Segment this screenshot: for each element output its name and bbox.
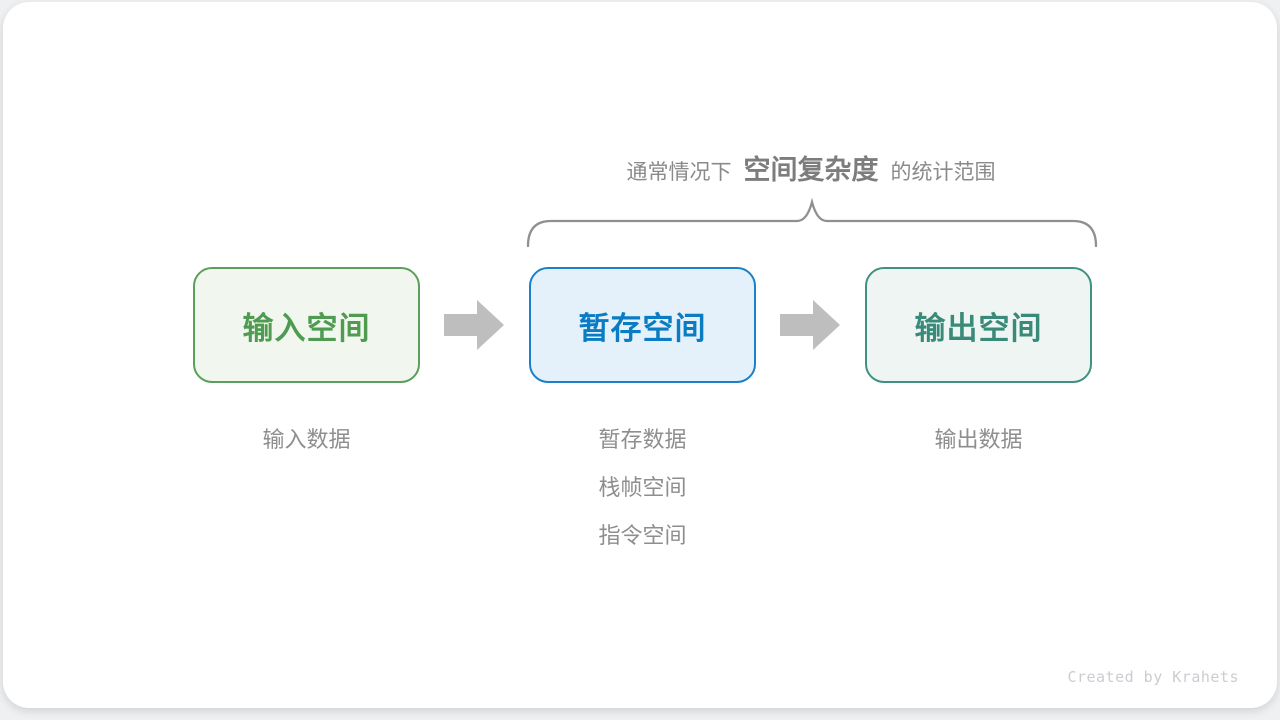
box-buffer-space-label: 暂存空间 <box>578 310 707 346</box>
right-arrow-icon <box>444 300 504 350</box>
list-item: 栈帧空间 <box>598 475 687 500</box>
output-space-items: 输出数据 <box>865 416 1092 464</box>
input-space-items: 输入数据 <box>193 416 420 464</box>
box-input-space-label: 输入空间 <box>242 310 371 346</box>
box-output-space: 输出空间 <box>865 267 1092 383</box>
annotation-highlight: 空间复杂度 <box>743 155 879 185</box>
list-item: 输出数据 <box>934 427 1023 452</box>
annotation-suffix: 的统计范围 <box>890 161 996 184</box>
scope-annotation: 通常情况下空间复杂度的统计范围 <box>523 148 1099 187</box>
right-arrow-icon <box>780 300 840 350</box>
diagram-card: 通常情况下空间复杂度的统计范围 输入空间 暂存空间 输出空间 输入数据 暂存数据… <box>3 2 1277 708</box>
list-item: 暂存数据 <box>598 427 687 452</box>
credit-text: Created by Krahets <box>1067 668 1239 686</box>
list-item: 输入数据 <box>262 427 351 452</box>
curly-brace-icon <box>526 198 1098 248</box>
box-output-space-label: 输出空间 <box>914 310 1043 346</box>
box-input-space: 输入空间 <box>193 267 420 383</box>
annotation-prefix: 通常情况下 <box>626 161 732 184</box>
box-buffer-space: 暂存空间 <box>529 267 756 383</box>
buffer-space-items: 暂存数据 栈帧空间 指令空间 <box>529 416 756 560</box>
list-item: 指令空间 <box>598 523 687 548</box>
